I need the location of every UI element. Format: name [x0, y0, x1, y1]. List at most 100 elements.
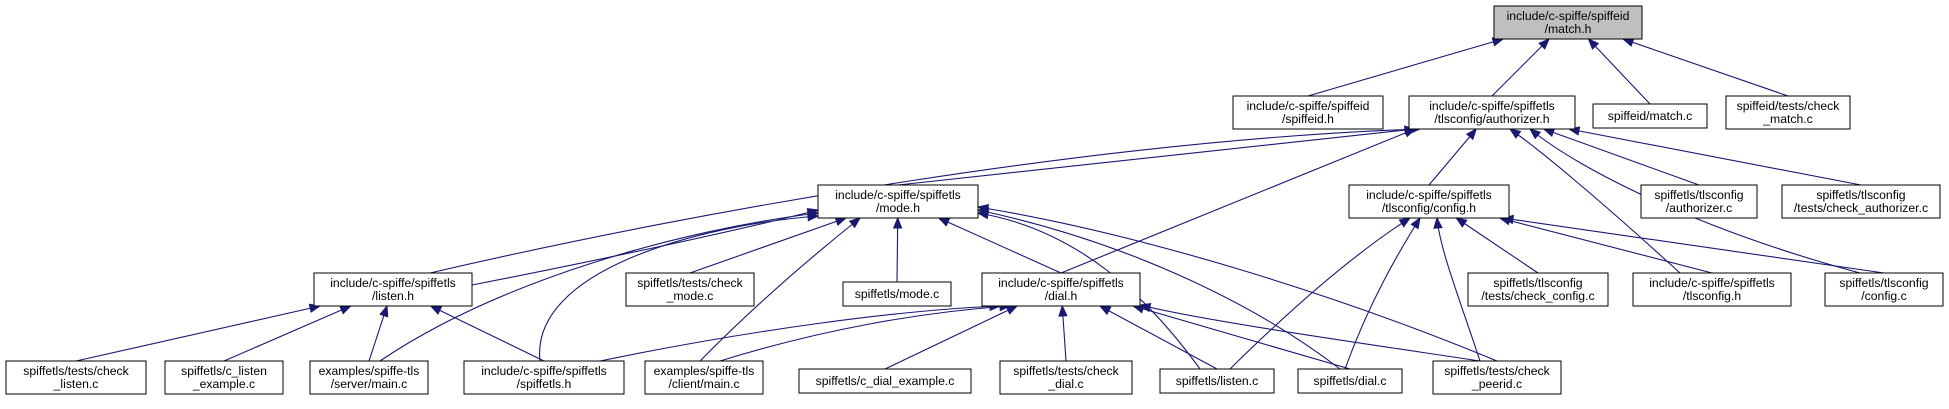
node-check-dial-c[interactable]: spiffetls/tests/check_dial.c — [999, 360, 1133, 395]
node-label-line: _mode.c — [666, 289, 714, 303]
edge-spiffetls_h-to-listen_h — [429, 305, 545, 362]
node-label-line: /tlsconfig/config.h — [1382, 201, 1476, 215]
edge-check_match_c-to-match_h — [1621, 37, 1789, 97]
node-box — [1432, 360, 1562, 395]
node-tlsconfig-h[interactable]: include/c-spiffe/spiffetls/tlsconfig.h — [1632, 272, 1792, 307]
node-label-line: spiffeid/match.c — [1608, 109, 1692, 123]
node-label-line: spiffeid/tests/check — [1737, 99, 1841, 113]
node-box — [644, 360, 764, 395]
edge-check_peerid_c-to-config_h — [1433, 216, 1481, 362]
edge-check_dial_c-to-dial_h — [1058, 304, 1068, 362]
node-check-match-c[interactable]: spiffeid/tests/check_match.c — [1725, 95, 1851, 130]
node-label-line: spiffetls/tlsconfig — [1493, 276, 1582, 290]
edge-authorizer_c-to-authorizer_h — [1542, 128, 1700, 186]
node-label-line: /tlsconfig.h — [1683, 289, 1741, 303]
node-box — [1467, 272, 1609, 307]
edge-spiffetls_h-to-mode_h — [539, 212, 820, 362]
edge-client_main_c-to-mode_h — [699, 217, 862, 362]
node-label-line: examples/spiffe-tls — [654, 364, 755, 378]
edge-config_c-to-config_h — [1501, 214, 1885, 274]
node-dial-h[interactable]: include/c-spiffe/spiffetls/dial.h — [981, 272, 1141, 307]
edge-check_mode_c-to-mode_h — [689, 217, 848, 274]
node-label-line: spiffetls/tests/check — [637, 276, 743, 290]
node-c-dial-example-c[interactable]: spiffetls/c_dial_example.c — [798, 368, 972, 394]
node-label-line: /mode.h — [876, 201, 920, 215]
node-dial-c[interactable]: spiffetls/dial.c — [1297, 368, 1403, 394]
node-server-main-c[interactable]: examples/spiffe-tls/server/main.c — [309, 360, 429, 395]
node-box — [625, 272, 755, 307]
node-label-line: _dial.c — [1047, 377, 1083, 391]
node-spiffeid-h[interactable]: include/c-spiffe/spiffeid/spiffeid.h — [1232, 95, 1384, 130]
edge-check_authorizer_c-to-authorizer_h — [1567, 126, 1862, 186]
edge-server_main_c-to-listen_h — [368, 304, 389, 362]
node-config-h[interactable]: include/c-spiffe/spiffetls/tlsconfig/con… — [1348, 184, 1510, 219]
edge-listen_c-to-config_h — [1229, 217, 1412, 370]
edge-listen_c-to-dial_h — [1098, 305, 1218, 370]
node-label-line: /tlsconfig/authorizer.h — [1434, 112, 1549, 126]
node-label-line: spiffetls/mode.c — [855, 287, 939, 301]
node-box — [817, 184, 979, 219]
node-label-line: _peerid.c — [1471, 377, 1522, 391]
node-box — [1640, 184, 1758, 219]
edge-match_c-to-match_h — [1587, 38, 1651, 105]
node-check-config-c[interactable]: spiffetls/tlsconfig/tests/check_config.c — [1467, 272, 1609, 307]
node-label-line: spiffetls/tlsconfig — [1816, 188, 1905, 202]
node-check-listen-c[interactable]: spiffetls/tests/check_listen.c — [5, 360, 147, 395]
node-label-line: include/c-spiffe/spiffetls — [330, 276, 456, 290]
node-label-line: spiffetls/tests/check — [23, 364, 129, 378]
node-box — [1493, 5, 1643, 40]
node-label-line: include/c-spiffe/spiffetls — [998, 276, 1124, 290]
edge-tlsconfig_h-to-authorizer_h — [1508, 128, 1681, 274]
node-label-line: spiffetls/dial.c — [1314, 374, 1387, 388]
node-label-line: /authorizer.c — [1666, 201, 1732, 215]
edge-check_config_c-to-config_h — [1455, 217, 1539, 274]
node-match-c[interactable]: spiffeid/match.c — [1592, 103, 1708, 129]
node-box — [798, 368, 972, 394]
node-layer: include/c-spiffe/spiffeid/match.hinclude… — [5, 5, 1944, 395]
node-label-line: /spiffeid.h — [1282, 112, 1334, 126]
node-listen-c[interactable]: spiffetls/listen.c — [1159, 368, 1275, 394]
edge-tlsconfig_h-to-config_h — [1498, 216, 1713, 274]
node-c-listen-example-c[interactable]: spiffetls/c_listen_example.c — [164, 360, 284, 395]
node-box — [164, 360, 284, 395]
node-check-peerid-c[interactable]: spiffetls/tests/check_peerid.c — [1432, 360, 1562, 395]
node-config-c[interactable]: spiffetls/tlsconfig/config.c — [1824, 272, 1944, 307]
edge-check_listen_c-to-listen_h — [75, 303, 322, 362]
node-check-authorizer-c[interactable]: spiffetls/tlsconfig/tests/check_authoriz… — [1781, 184, 1941, 219]
node-box — [313, 272, 473, 307]
node-box — [1297, 368, 1403, 394]
node-listen-h[interactable]: include/c-spiffe/spiffetls/listen.h — [313, 272, 473, 307]
node-label-line: spiffetls/c_listen — [181, 364, 267, 378]
node-label-line: spiffetls/c_dial_example.c — [816, 374, 955, 388]
node-mode-c[interactable]: spiffetls/mode.c — [842, 281, 952, 307]
edge-dial_h-to-mode_h — [937, 217, 1062, 274]
edge-mode_h-to-authorizer_h — [897, 125, 1417, 186]
node-label-line: examples/spiffe-tls — [319, 364, 420, 378]
node-label-line: _match.c — [1762, 112, 1812, 126]
edge-check_peerid_c-to-mode_h — [976, 204, 1498, 362]
node-label-line: /tests/check_config.c — [1481, 289, 1594, 303]
node-box — [309, 360, 429, 395]
node-authorizer-c[interactable]: spiffetls/tlsconfig/authorizer.c — [1640, 184, 1758, 219]
node-authorizer-h[interactable]: include/c-spiffe/spiffetls/tlsconfig/aut… — [1408, 95, 1576, 130]
node-check-mode-c[interactable]: spiffetls/tests/check_mode.c — [625, 272, 755, 307]
node-client-main-c[interactable]: examples/spiffe-tls/client/main.c — [644, 360, 764, 395]
node-label-line: spiffetls/tlsconfig — [1839, 276, 1928, 290]
node-label-line: /match.h — [1545, 22, 1592, 36]
node-label-line: include/c-spiffe/spiffetls — [1649, 276, 1775, 290]
node-box — [1824, 272, 1944, 307]
node-label-line: spiffetls/tests/check — [1013, 364, 1119, 378]
node-label-line: include/c-spiffe/spiffeid — [1507, 9, 1630, 23]
node-label-line: include/c-spiffe/spiffetls — [835, 188, 961, 202]
node-box — [1725, 95, 1851, 130]
edge-config_h-to-authorizer_h — [1428, 127, 1478, 186]
edge-mode_c-to-mode_h — [892, 216, 903, 283]
node-match-h[interactable]: include/c-spiffe/spiffeid/match.h — [1493, 5, 1643, 40]
node-label-line: /tests/check_authorizer.c — [1794, 201, 1928, 215]
node-box — [999, 360, 1133, 395]
node-mode-h[interactable]: include/c-spiffe/spiffetls/mode.h — [817, 184, 979, 219]
node-box — [1592, 103, 1708, 129]
edge-c_listen_example_c-to-listen_h — [223, 305, 352, 362]
node-spiffetls-h[interactable]: include/c-spiffe/spiffetls/spiffetls.h — [463, 360, 625, 395]
